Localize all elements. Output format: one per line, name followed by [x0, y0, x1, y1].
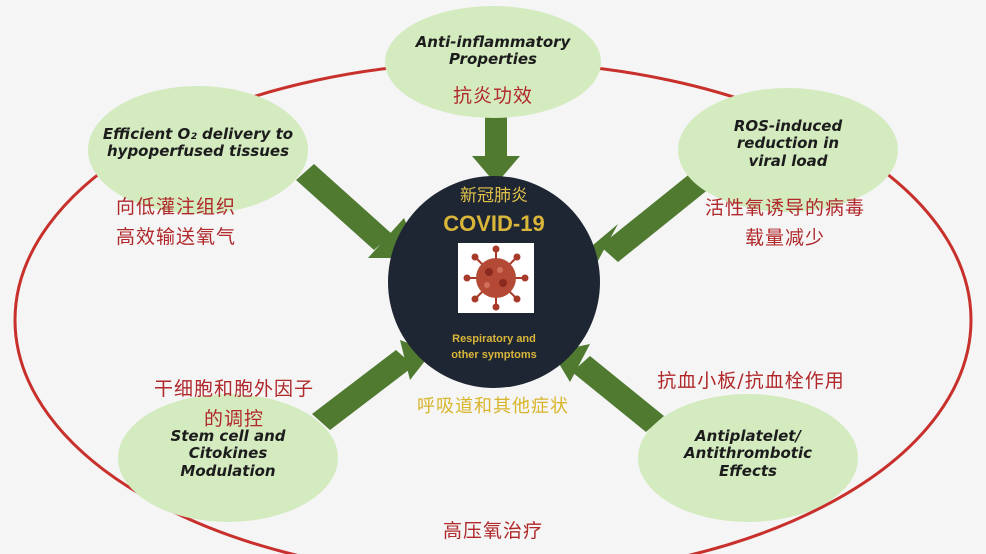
- node-stem-cell-en: Stem cell and Citokines Modulation: [170, 427, 286, 480]
- node-oxygen-delivery: [88, 86, 308, 214]
- node-anti-inflammatory-en: Anti-inflammatory Properties: [415, 33, 571, 69]
- outer-label-zh: 高压氧治疗: [442, 520, 543, 542]
- node-antiplatelet-en: Antiplatelet/ Antithrombotic Effects: [683, 427, 813, 480]
- node-ros-zh: 活性氧诱导的病毒载量减少: [704, 197, 865, 249]
- center-title-en: COVID-19: [443, 211, 545, 236]
- arrow-upper-left-shaft: [296, 164, 392, 250]
- node-oxygen-delivery-zh: 向低灌注组织高效输送氧气: [115, 196, 236, 248]
- node-ros-en: ROS-induced reduction in viral load: [733, 117, 843, 170]
- node-ros: [678, 88, 898, 212]
- center-title-zh: 新冠肺炎: [460, 186, 528, 206]
- coronavirus-icon: [458, 243, 534, 313]
- arrow-top-shaft: [485, 108, 507, 156]
- arrow-top-head: [472, 156, 520, 184]
- node-stem-cell-zh: 干细胞和胞外因子的调控: [153, 378, 314, 430]
- node-anti-inflammatory: [385, 6, 601, 118]
- center-symptoms-en: Respiratory and other symptoms: [451, 333, 537, 361]
- node-antiplatelet-zh: 抗血小板/抗血栓作用: [657, 370, 845, 392]
- arrow-upper-right-shaft: [600, 172, 710, 262]
- arrow-lower-right-shaft: [572, 356, 664, 432]
- arrow-lower-left-shaft: [312, 350, 414, 430]
- node-antiplatelet: [638, 394, 858, 522]
- node-stem-cell: [118, 394, 338, 522]
- node-anti-inflammatory-zh: 抗炎功效: [452, 85, 533, 107]
- node-oxygen-delivery-en: Efficient O₂ delivery to hypoperfused ti…: [102, 125, 294, 161]
- center-symptoms-zh: 呼吸道和其他症状: [417, 396, 569, 417]
